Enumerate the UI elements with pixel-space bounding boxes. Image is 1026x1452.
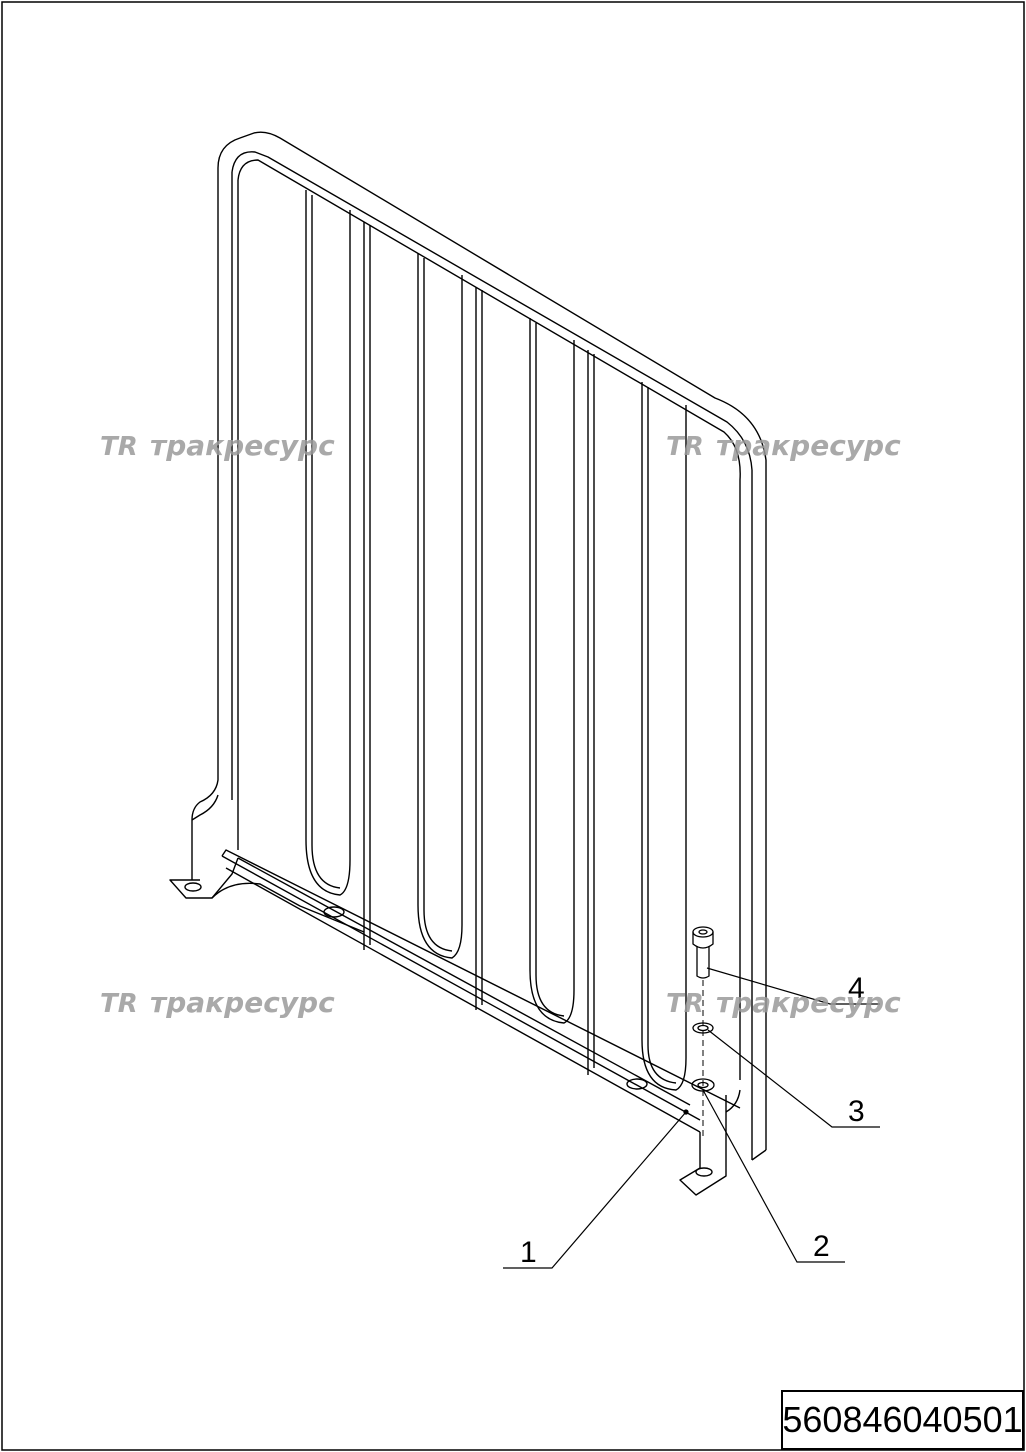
watermark: TR тракресурс bbox=[100, 986, 335, 1019]
watermark-brand: тракресурс bbox=[150, 429, 335, 462]
watermark-logo: TR bbox=[100, 989, 138, 1019]
watermark: TR тракресурс bbox=[666, 429, 901, 462]
leader-lines bbox=[503, 967, 880, 1269]
part-1-panel bbox=[169, 131, 767, 1196]
watermark-logo: TR bbox=[666, 989, 704, 1019]
document-number-box: 560846040501 bbox=[781, 1390, 1024, 1450]
watermark-brand: тракресурс bbox=[716, 429, 901, 462]
watermark-layer: TR тракресурс TR тракресурс TR тракресур… bbox=[100, 429, 901, 1019]
watermark: TR тракресурс bbox=[666, 986, 901, 1019]
callout-3: 3 bbox=[848, 1095, 865, 1128]
watermark: TR тракресурс bbox=[100, 429, 335, 462]
part-4-bolt bbox=[692, 926, 714, 979]
callout-1: 1 bbox=[520, 1236, 537, 1269]
watermark-brand: тракресурс bbox=[150, 986, 335, 1019]
watermark-logo: TR bbox=[100, 432, 138, 462]
callout-2: 2 bbox=[813, 1230, 830, 1263]
watermark-logo: TR bbox=[666, 432, 704, 462]
watermark-brand: тракресурс bbox=[716, 986, 901, 1019]
callout-4: 4 bbox=[848, 972, 865, 1005]
